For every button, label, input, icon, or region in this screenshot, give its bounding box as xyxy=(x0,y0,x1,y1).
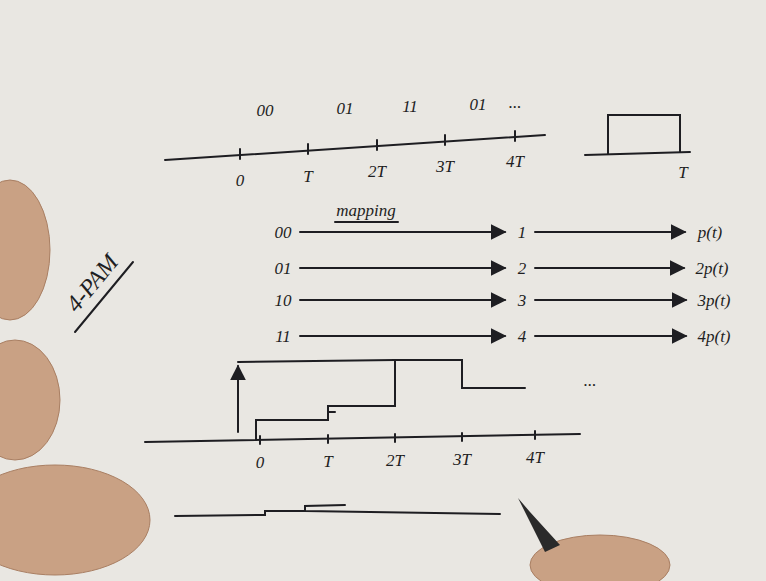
handwritten-label: 4p(t) xyxy=(697,328,730,345)
pen-tip xyxy=(518,498,560,552)
handwritten-label: 2T xyxy=(368,163,386,180)
handwritten-label: 2 xyxy=(518,260,527,277)
handwritten-label: 0 xyxy=(236,172,245,189)
handwritten-label: mapping xyxy=(336,202,396,219)
hand xyxy=(0,180,670,581)
handwritten-label: 3T xyxy=(453,451,471,468)
heading-note: 4-PAM xyxy=(62,250,123,316)
handwritten-label: 3T xyxy=(436,158,454,175)
handwritten-label: 00 xyxy=(275,224,292,241)
handwritten-label: 10 xyxy=(275,292,292,309)
handwritten-label: 4 xyxy=(518,328,527,345)
handwritten-label: p(t) xyxy=(698,224,723,241)
ink xyxy=(75,115,690,516)
handwritten-label: 2T xyxy=(386,452,404,469)
handwritten-label: 4T xyxy=(506,153,524,170)
handwritten-label: 01 xyxy=(275,260,292,277)
handwritten-label: ... xyxy=(584,372,597,389)
handwritten-label: T xyxy=(303,168,312,185)
handwritten-label: 01 xyxy=(337,100,354,117)
handwritten-label: T xyxy=(323,453,332,470)
handwritten-label: 11 xyxy=(275,328,291,345)
handwritten-label: 2p(t) xyxy=(695,260,728,277)
handwritten-label: 0 xyxy=(256,454,265,471)
handwritten-label: 4T xyxy=(526,449,544,466)
handwritten-label: 3p(t) xyxy=(697,292,730,309)
handwritten-label: 3 xyxy=(518,292,527,309)
handwritten-label: T xyxy=(678,164,687,181)
handwritten-label: ... xyxy=(509,94,522,111)
handwritten-label: 01 xyxy=(470,96,487,113)
handwritten-label: 1 xyxy=(518,224,527,241)
handwritten-label: 11 xyxy=(402,98,418,115)
handwritten-label: 00 xyxy=(257,102,274,119)
